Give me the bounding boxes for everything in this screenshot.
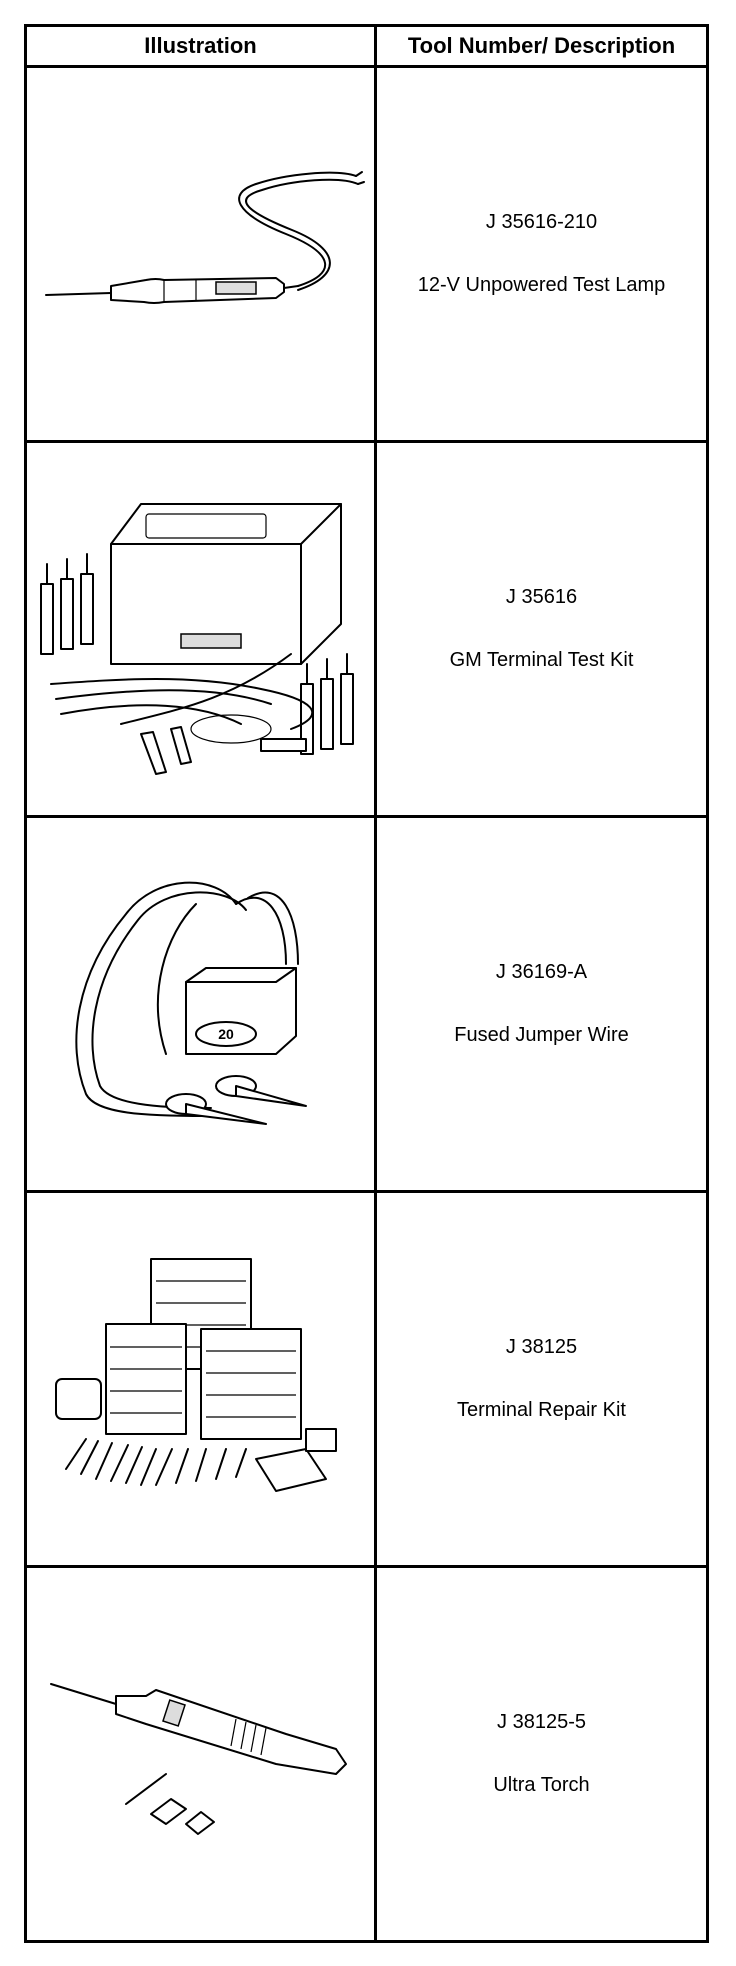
illustration-cell [24,65,377,443]
tool-description: Terminal Repair Kit [457,1399,626,1421]
parts-cabinet-left [104,1323,187,1435]
tool-cell: J 38125-5 Ultra Torch [374,1565,709,1943]
illustration-cell [24,1565,377,1943]
fuse-amp-label: 20 [218,1026,234,1042]
tool-cell: J 36169-A Fused Jumper Wire [374,815,709,1193]
terminal-repair-kit-illustration [54,1258,337,1492]
tools-table: Illustration Tool Number/ Description [24,24,709,1943]
tool-number: J 35616-210 [485,211,598,233]
tool-cell: J 35616-210 12-V Unpowered Test Lamp [374,65,709,443]
test-lamp-illustration [44,171,365,304]
header-tool-number: Tool Number/ Description [374,24,709,68]
table-row: J 38125-5 Ultra Torch [24,1565,709,1943]
header-illustration: Illustration [24,24,377,68]
illustration-cell: 20 [24,815,377,1193]
tool-description: 12-V Unpowered Test Lamp [417,274,666,296]
tool-description: GM Terminal Test Kit [449,649,634,671]
parts-cabinet-right [199,1328,302,1440]
terminal-tools [64,1438,247,1486]
tool-description: Fused Jumper Wire [454,1024,629,1046]
tool-number: J 36169-A [495,961,588,983]
illustration-cell [24,1190,377,1568]
tool-cell: J 38125 Terminal Repair Kit [374,1190,709,1568]
fused-jumper-wire-illustration: 20 [74,881,307,1125]
ultra-torch-illustration [49,1683,347,1835]
tool-cell: J 35616 GM Terminal Test Kit [374,440,709,818]
tool-description: Ultra Torch [493,1774,590,1796]
illustration-cell [24,440,377,818]
terminal-test-kit-illustration [39,503,354,775]
tool-number: J 38125 [505,1336,578,1358]
header-row: Illustration Tool Number/ Description [24,24,709,68]
table-row: 20 J 36169-A Fused Jumper Wire [24,815,709,1193]
probe-set-right [299,653,354,755]
table-row: J 38125 Terminal Repair Kit [24,1190,709,1568]
tool-number: J 35616 [505,586,578,608]
tool-number: J 38125-5 [497,1711,586,1733]
table-row: J 35616 GM Terminal Test Kit [24,440,709,818]
table-row: J 35616-210 12-V Unpowered Test Lamp [24,65,709,443]
probe-set-left [39,553,94,655]
